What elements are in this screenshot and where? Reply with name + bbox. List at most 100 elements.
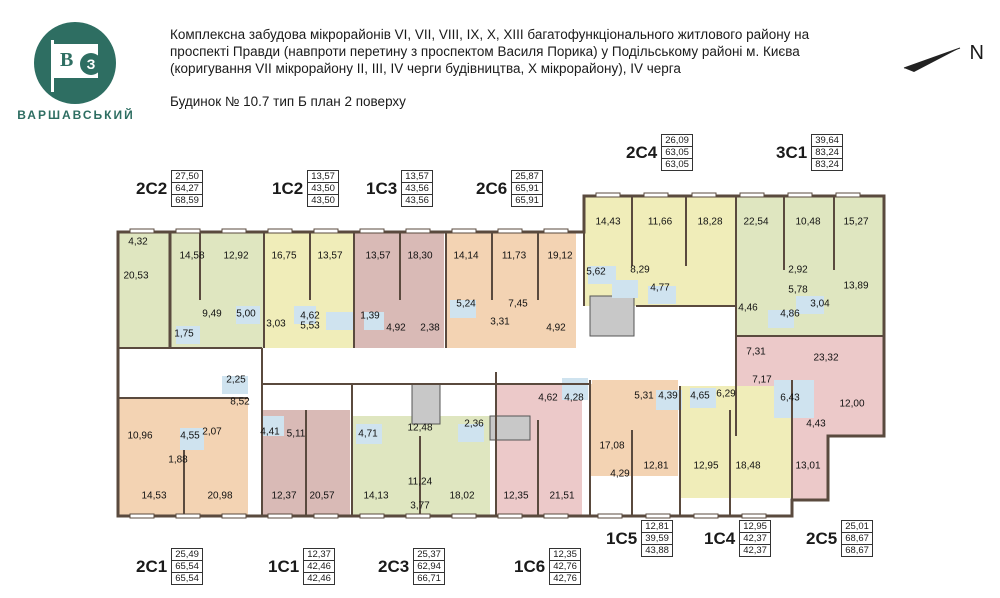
room-area-label: 4,92 xyxy=(386,322,406,334)
room-area-label: 1,75 xyxy=(174,328,194,340)
room-area-label: 21,51 xyxy=(549,490,575,502)
window-bottom-east xyxy=(741,513,767,519)
brand-logo: В З xyxy=(34,22,116,104)
room-area-label: 4,46 xyxy=(738,302,758,314)
bathroom-19 xyxy=(690,388,716,408)
room-area-label: 5,78 xyxy=(788,284,808,296)
title-line-1: Комплексна забудова мікрорайонів VI, VII… xyxy=(170,27,810,42)
apartment-area-value: 25,87 xyxy=(512,171,542,183)
apartment-code: 2С5 xyxy=(806,528,838,548)
apartment-area-value: 12,95 xyxy=(740,521,770,533)
room-area-label: 15,27 xyxy=(843,216,869,228)
apartment-area-value: 13,57 xyxy=(308,171,338,183)
room-area-label: 14,14 xyxy=(453,250,479,262)
room-area-label: 12,48 xyxy=(407,422,433,434)
room-area-label: 14,43 xyxy=(595,216,621,228)
room-area-label: 4,29 xyxy=(610,468,630,480)
room-area-label: 3,77 xyxy=(410,500,430,512)
apartment-area-value: 63,05 xyxy=(662,147,692,159)
room-area-label: 12,37 xyxy=(271,490,297,502)
bathroom-16 xyxy=(458,424,484,442)
room-area-label: 7,31 xyxy=(746,346,766,358)
bathroom-3 xyxy=(294,306,316,324)
room-area-label: 12,00 xyxy=(839,398,865,410)
window-bottom xyxy=(221,513,247,519)
apartment-code: 1С6 xyxy=(514,556,546,576)
logo-pole xyxy=(51,40,54,92)
window-bottom-east xyxy=(645,513,671,519)
room-area-label: 4,39 xyxy=(658,390,678,402)
window-bottom-east xyxy=(693,513,719,519)
apartment-area-value: 62,94 xyxy=(414,561,444,573)
apartment-area-value: 65,54 xyxy=(172,561,202,573)
apartment-area-value: 65,54 xyxy=(175,573,199,584)
room-area-label: 18,30 xyxy=(407,250,433,262)
room-area-label: 2,25 xyxy=(226,374,246,386)
room-area-label: 16,75 xyxy=(271,250,297,262)
room-area-label: 20,98 xyxy=(207,490,233,502)
window-top xyxy=(129,228,155,234)
apartment-area-value: 39,64 xyxy=(812,135,842,147)
room-area-label: 10,48 xyxy=(795,216,821,228)
window-bottom xyxy=(175,513,201,519)
zone-2c6 xyxy=(446,232,576,348)
apartment-code: 2С4 xyxy=(626,142,658,162)
room-area-label: 4,92 xyxy=(546,322,566,334)
window-bottom xyxy=(129,513,155,519)
apartment-area-value: 64,27 xyxy=(172,183,202,195)
logo-letter-1: В xyxy=(60,49,74,71)
room-area-label: 7,17 xyxy=(752,374,772,386)
bathroom-8 xyxy=(612,280,638,298)
window-bottom xyxy=(543,513,569,519)
window-top-east xyxy=(595,192,621,198)
logo-letter-2: З xyxy=(80,53,102,75)
bathroom-6 xyxy=(450,300,476,318)
bathroom-9 xyxy=(648,286,676,304)
apartment-area-value: 26,09 xyxy=(662,135,692,147)
apartment-area-value: 42,37 xyxy=(743,545,767,556)
bathroom-14 xyxy=(262,416,284,436)
window-top xyxy=(451,228,477,234)
apartment-area-value: 25,37 xyxy=(414,549,444,561)
bathroom-2 xyxy=(236,306,260,324)
window-bottom xyxy=(267,513,293,519)
apartment-area-value: 43,50 xyxy=(308,183,338,195)
apartment-area-value: 68,67 xyxy=(845,545,869,556)
window-top-east xyxy=(691,192,717,198)
room-area-label: 2,92 xyxy=(788,264,808,276)
room-area-label: 19,12 xyxy=(547,250,573,262)
zone-stair xyxy=(411,383,441,425)
window-top-east xyxy=(739,192,765,198)
window-top xyxy=(221,228,247,234)
apartment-area-value: 65,91 xyxy=(512,183,542,195)
bathroom-15 xyxy=(356,424,382,444)
room-area-label: 13,57 xyxy=(317,250,343,262)
project-title: Комплексна забудова мікрорайонів VI, VII… xyxy=(170,26,900,77)
room-area-label: 4,71 xyxy=(358,428,378,440)
bathroom-12 xyxy=(222,376,248,394)
apartment-area-value: 42,46 xyxy=(307,573,331,584)
apartment-area-value: 43,56 xyxy=(405,195,429,206)
room-area-label: 4,65 xyxy=(690,390,710,402)
apartment-area-value: 43,88 xyxy=(645,545,669,556)
room-area-label: 4,77 xyxy=(650,282,670,294)
title-line-3: (коригування VII мікрорайону II, III, IV… xyxy=(170,61,681,76)
room-area-label: 4,62 xyxy=(300,310,320,322)
apartment-code: 2С1 xyxy=(136,556,168,576)
room-area-label: 8,29 xyxy=(630,264,650,276)
window-top xyxy=(313,228,339,234)
bathroom-11 xyxy=(796,296,824,314)
brand-name: ВАРШАВСЬКИЙ xyxy=(17,108,135,122)
apartment-area-value: 63,05 xyxy=(665,159,689,170)
apartment-area-value: 43,50 xyxy=(311,195,335,206)
